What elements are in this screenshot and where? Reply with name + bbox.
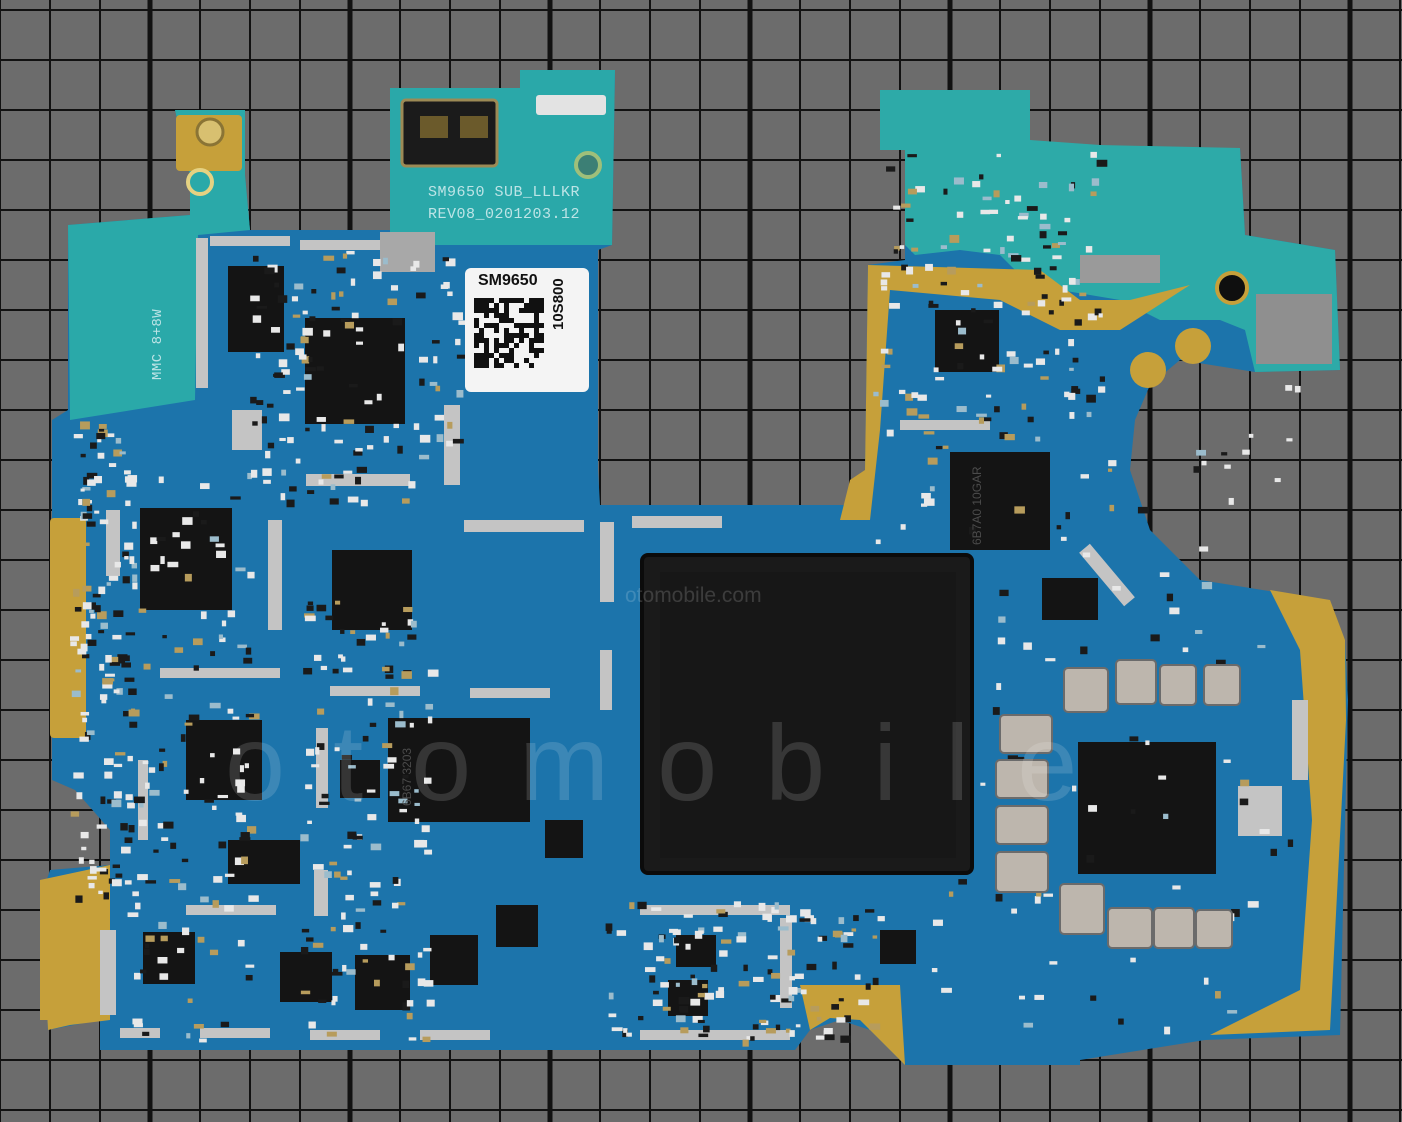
mount-hole bbox=[574, 151, 602, 179]
silkscreen-model: SM9650 SUB_LLLKR bbox=[428, 184, 581, 201]
sticker-serial: 10S800 bbox=[550, 278, 567, 330]
sticker-model: SM9650 bbox=[478, 272, 538, 289]
inductors bbox=[995, 659, 1241, 949]
passive-components bbox=[70, 151, 1301, 1047]
watermark-brand: otomobile bbox=[225, 702, 1126, 823]
qr-code-icon bbox=[474, 298, 544, 368]
side-marking: MMC 8+8W bbox=[150, 308, 166, 380]
antenna-connector bbox=[195, 117, 225, 147]
watermark-site: otomobile.com bbox=[625, 584, 762, 607]
mount-hole-right bbox=[1215, 271, 1249, 305]
ic-chips bbox=[140, 266, 1216, 1016]
mount-ring bbox=[186, 168, 214, 196]
soc-top bbox=[660, 572, 956, 858]
silkscreen-revision: REV08_0201203.12 bbox=[428, 206, 581, 223]
connector-top bbox=[536, 95, 606, 115]
radio-chip-marking: 6B7A0 10GAR bbox=[970, 466, 984, 545]
metal-shield-fences bbox=[100, 232, 1332, 1040]
